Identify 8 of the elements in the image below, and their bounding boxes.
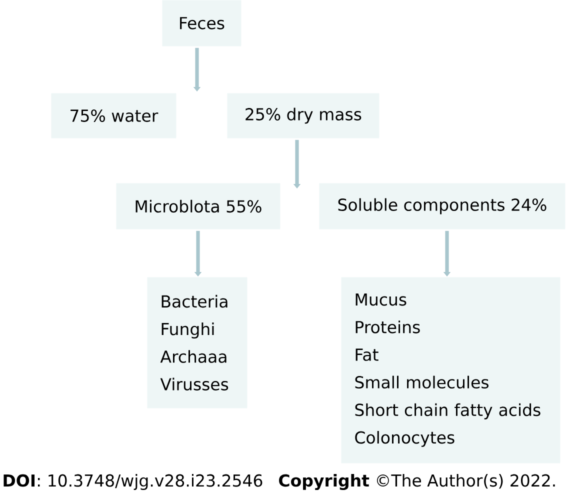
list-box: Mucus Proteins Fat Small molecules Short chain fatty acids Colonocytes [341, 277, 560, 464]
list-box: Bacteria Funghi Archaaa Virusses [147, 277, 248, 408]
doi-note: DOI: 10.3748/wjg.v28.i23.2546 [4, 474, 262, 490]
process-box: 75% water [51, 93, 176, 138]
process-box: Microblota 55% [116, 183, 280, 230]
process-box: Soluble components 24% [319, 183, 566, 230]
process-box: Feces [162, 0, 242, 46]
process-box: 25% dry mass [227, 93, 380, 138]
